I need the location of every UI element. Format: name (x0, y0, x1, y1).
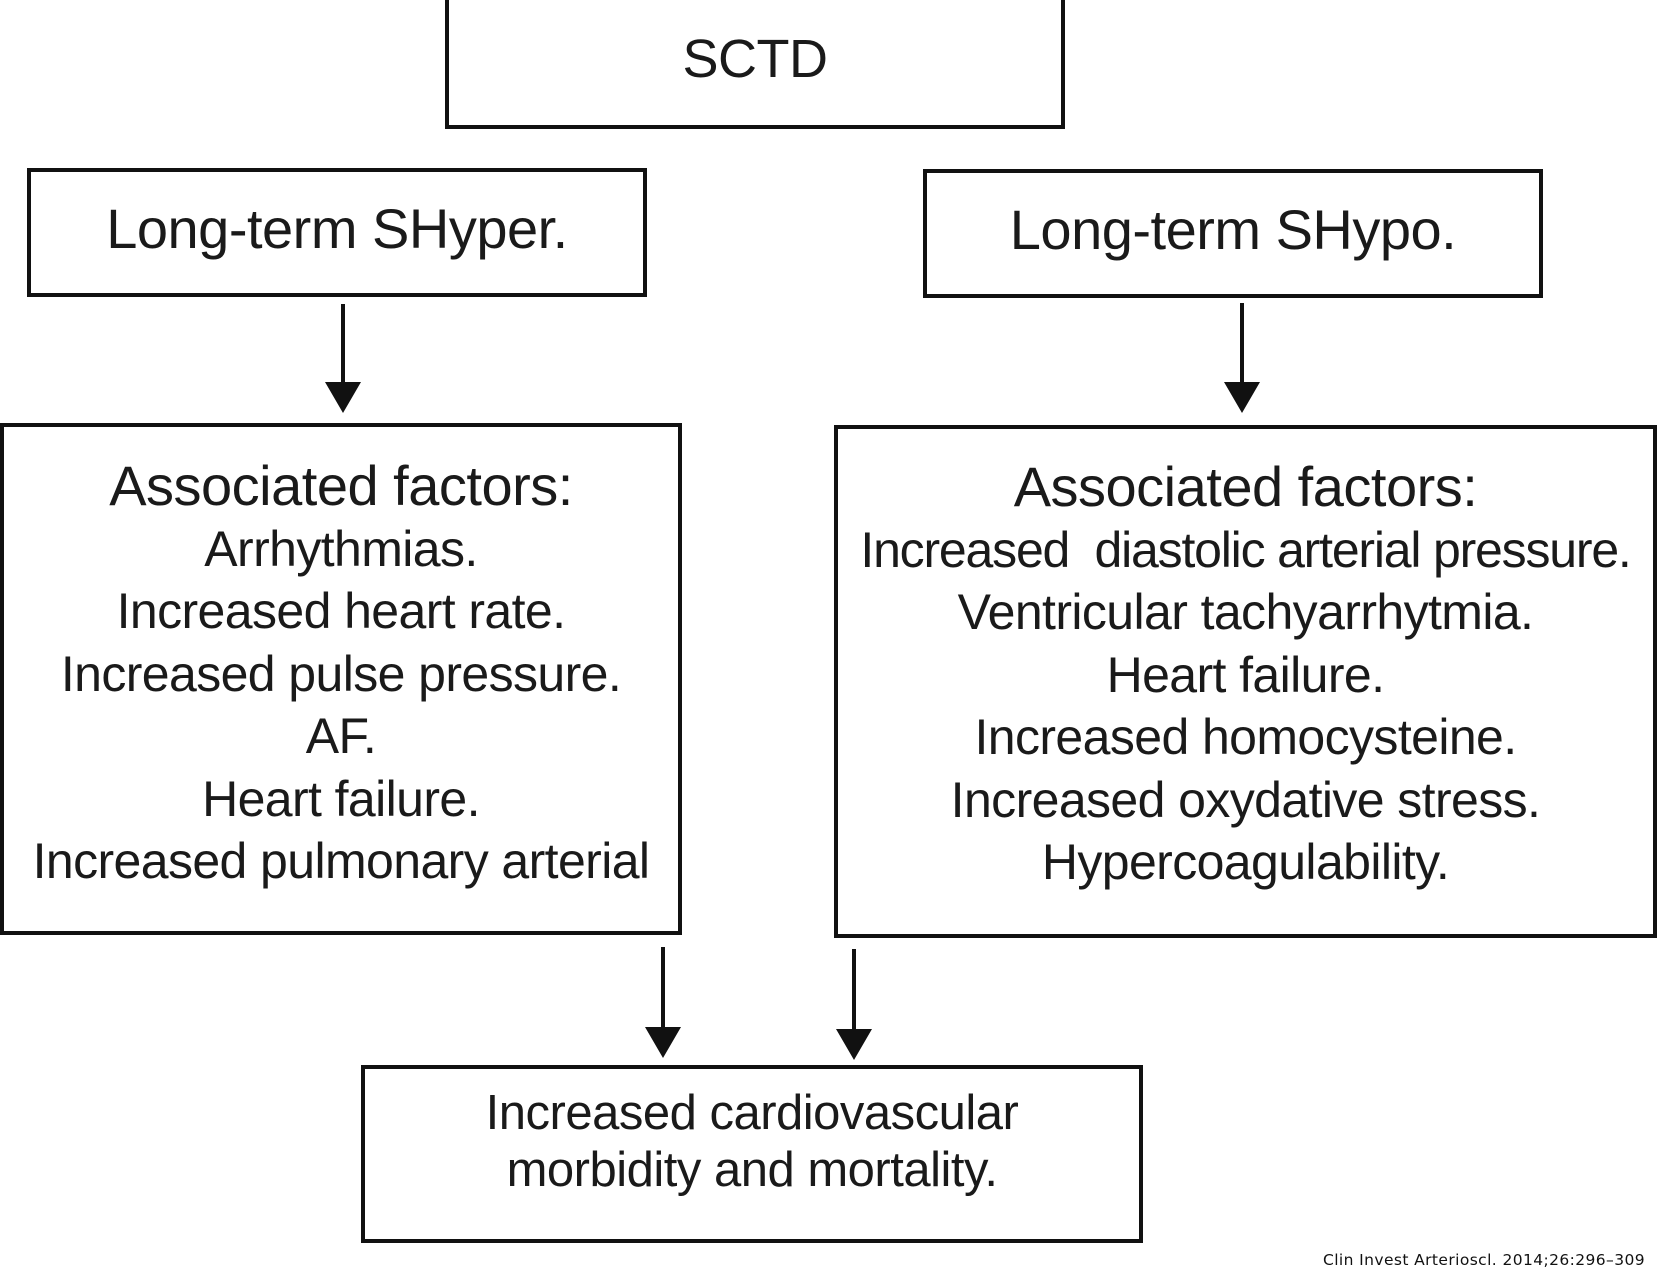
factor-item: Heart failure. (202, 770, 480, 827)
factor-item: AF. (305, 708, 377, 764)
factor-item: Ventricular tachyarrhytmia. (957, 584, 1534, 640)
outcome-line-1: Increased cardiovascular (485, 1086, 1019, 1140)
factor-item: Increased pulse pressure. (60, 645, 622, 702)
factor-item: Hypercoagulability. (1041, 834, 1450, 890)
factors-heading: Associated factors: (1013, 455, 1478, 518)
citation: Clin Invest Arterioscl. 2014;26:296–309 (1322, 1251, 1645, 1269)
factor-item: Increased oxydative stress. (950, 771, 1541, 828)
branch-title-shypo: Long-term SHypo. (1009, 198, 1457, 261)
factor-item: Increased homocysteine. (974, 709, 1517, 765)
branch-title-shyper: Long-term SHyper. (106, 197, 568, 260)
factors-list-shyper: Associated factors: Arrhythmias. Increas… (4, 454, 678, 893)
factor-item: Increased pulmonary arterial (32, 833, 650, 889)
arrow-down-icon (1224, 303, 1260, 413)
factor-item: Arrhythmias. (204, 520, 478, 577)
root-label: SCTD (682, 29, 829, 89)
arrow-down-icon (325, 304, 361, 413)
arrow-down-icon (836, 949, 872, 1060)
factors-list-shypo: Associated factors: Increased diastolic … (838, 455, 1653, 894)
factors-heading: Associated factors: (109, 454, 573, 517)
factor-item: Increased diastolic arterial pressure. (860, 521, 1631, 578)
branch-box-shyper: Long-term SHyper. (27, 168, 647, 297)
outcome-line-2: morbidity and mortality. (506, 1143, 998, 1197)
outcome-box: Increased cardiovascular morbidity and m… (361, 1065, 1143, 1243)
factors-box-shypo: Associated factors: Increased diastolic … (834, 425, 1657, 938)
arrow-down-icon (645, 947, 681, 1058)
factor-item: Increased heart rate. (116, 583, 566, 639)
branch-box-shypo: Long-term SHypo. (923, 169, 1543, 298)
root-box-sctd: SCTD (445, 0, 1065, 129)
factor-item: Heart failure. (1106, 646, 1385, 703)
factors-box-shyper: Associated factors: Arrhythmias. Increas… (0, 423, 682, 935)
